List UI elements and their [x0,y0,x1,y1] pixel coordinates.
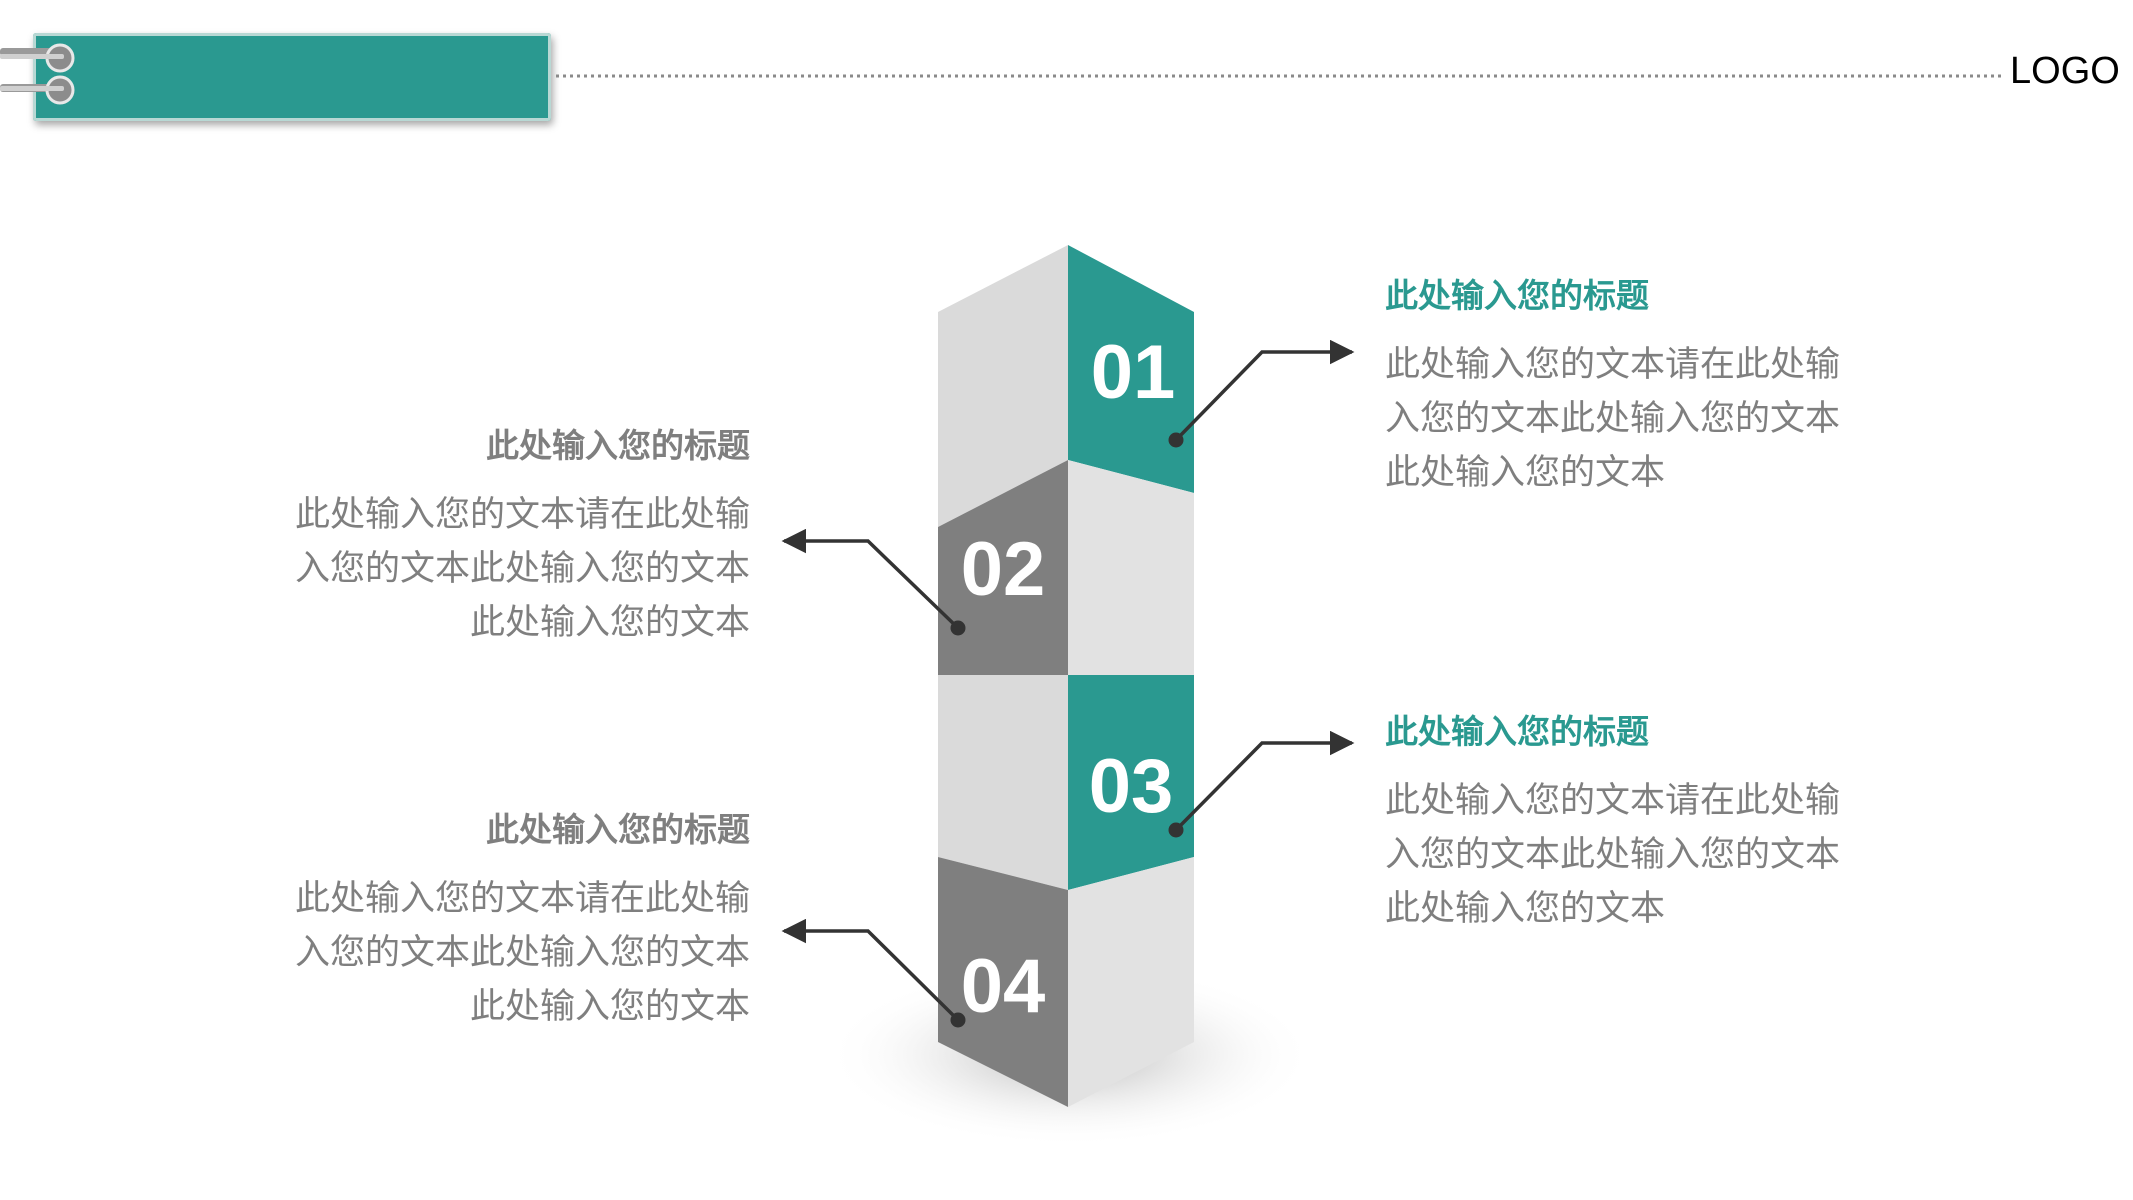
step-02-body-line: 此处输入您的文本请在此处输 [294,495,750,535]
step-03-title: 此处输入您的标题 [1385,712,1649,751]
step-number-04: 04 [961,944,1046,1029]
pillar-segment-01 [938,245,1194,527]
header-tab [33,33,551,121]
step-03-text: 此处输入您的标题 此处输入您的文本请在此处输 入您的文本此处输入您的文本 此处输… [1385,708,1905,936]
pillar-segment-02 [938,460,1194,675]
step-04-body-line: 此处输入您的文本请在此处输 [294,879,750,919]
step-01-body: 此处输入您的文本请在此处输 入您的文本此处输入您的文本 此处输入您的文本 [1385,338,1905,500]
connector-01 [1168,339,1355,448]
step-number-03: 03 [1089,744,1174,829]
step-02-body-line: 此处输入您的文本 [469,603,750,643]
step-01-body-line: 入您的文本此处输入您的文本 [1385,399,1841,439]
step-03-body-line: 入您的文本此处输入您的文本 [1385,835,1841,875]
step-01-text: 此处输入您的标题 此处输入您的文本请在此处输 入您的文本此处输入您的文本 此处输… [1385,272,1905,500]
connector-02 [781,528,966,636]
step-02-text: 此处输入您的标题 此处输入您的文本请在此处输 入您的文本此处输入您的文本 此处输… [230,422,750,650]
pillar-segment-03 [938,675,1194,890]
step-03-body-line: 此处输入您的文本请在此处输 [1385,781,1841,821]
step-04-title: 此处输入您的标题 [486,810,750,849]
step-04-text: 此处输入您的标题 此处输入您的文本请在此处输 入您的文本此处输入您的文本 此处输… [230,806,750,1034]
step-04-body: 此处输入您的文本请在此处输 入您的文本此处输入您的文本 此处输入您的文本 [230,872,750,1034]
logo-text: LOGO [2010,50,2120,92]
step-01-body-line: 此处输入您的文本 [1385,453,1666,493]
pillar-segment-04 [938,857,1194,1107]
connector-04 [781,918,966,1028]
step-01-title: 此处输入您的标题 [1385,276,1649,315]
step-number-02: 02 [961,527,1046,612]
connector-03 [1168,730,1355,838]
binder-rings-icon [0,43,75,105]
step-02-body: 此处输入您的文本请在此处输 入您的文本此处输入您的文本 此处输入您的文本 [230,488,750,650]
step-03-body-line: 此处输入您的文本 [1385,889,1666,929]
step-02-title: 此处输入您的标题 [486,426,750,465]
step-01-body-line: 此处输入您的文本请在此处输 [1385,345,1841,385]
step-number-01: 01 [1091,330,1176,415]
step-04-body-line: 此处输入您的文本 [469,987,750,1027]
step-03-body: 此处输入您的文本请在此处输 入您的文本此处输入您的文本 此处输入您的文本 [1385,774,1905,936]
step-04-body-line: 入您的文本此处输入您的文本 [294,933,750,973]
step-02-body-line: 入您的文本此处输入您的文本 [294,549,750,589]
